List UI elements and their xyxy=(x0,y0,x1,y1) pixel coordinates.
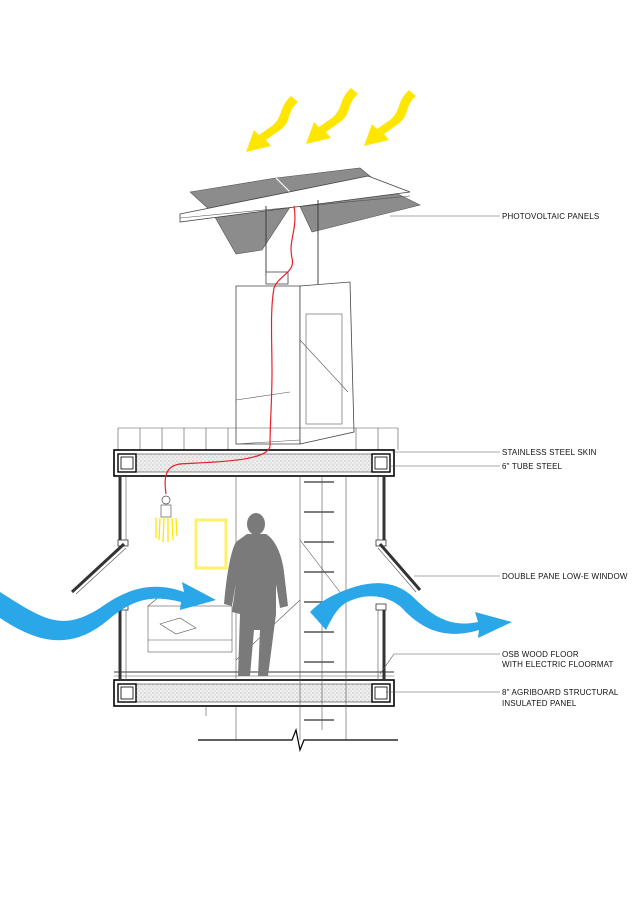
window-sash xyxy=(70,542,126,594)
tube-steel-icon xyxy=(371,453,391,473)
callout-labels: PHOTOVOLTAIC PANELS STAINLESS STEEL SKIN… xyxy=(502,212,628,708)
label-photovoltaic-panels: PHOTOVOLTAIC PANELS xyxy=(502,212,599,221)
sun-arrows xyxy=(246,88,416,152)
tube-steel-icon xyxy=(117,453,137,473)
wall-frame xyxy=(194,518,228,570)
label-tube-steel: 6" TUBE STEEL xyxy=(502,462,563,471)
leader-lines xyxy=(379,215,500,693)
label-panel-line2: INSULATED PANEL xyxy=(502,699,577,708)
roof-slab xyxy=(113,449,395,477)
airflow-arrow-icon xyxy=(310,583,512,638)
tube-steel-icon xyxy=(371,683,391,703)
bed xyxy=(147,595,233,653)
label-stainless-steel-skin: STAINLESS STEEL SKIN xyxy=(502,448,597,457)
sun-ray-arrow-icon xyxy=(364,90,416,146)
right-wall xyxy=(375,476,422,680)
label-floor-line2: WITH ELECTRIC FLOORMAT xyxy=(502,660,614,669)
roof-railing xyxy=(117,427,399,450)
person-silhouette-icon xyxy=(224,513,288,676)
tube-steel-icon xyxy=(117,683,137,703)
light-bulb-icon xyxy=(155,495,178,543)
electric-wire xyxy=(164,205,296,495)
mast-box xyxy=(235,271,355,445)
ground-line xyxy=(198,727,398,753)
sun-ray-arrow-icon xyxy=(246,96,298,152)
label-window: DOUBLE PANE LOW-E WINDOW xyxy=(502,572,628,581)
label-floor-line1: OSB WOOD FLOOR xyxy=(502,650,579,659)
airflow-arrow-icon xyxy=(0,582,216,641)
left-wall xyxy=(70,476,129,680)
floor-slab xyxy=(113,671,395,707)
label-panel-line1: 8" AGRIBOARD STRUCTURAL xyxy=(502,688,619,697)
sun-ray-arrow-icon xyxy=(306,88,358,144)
window-sash xyxy=(378,543,422,591)
photovoltaic-panels xyxy=(179,167,421,284)
